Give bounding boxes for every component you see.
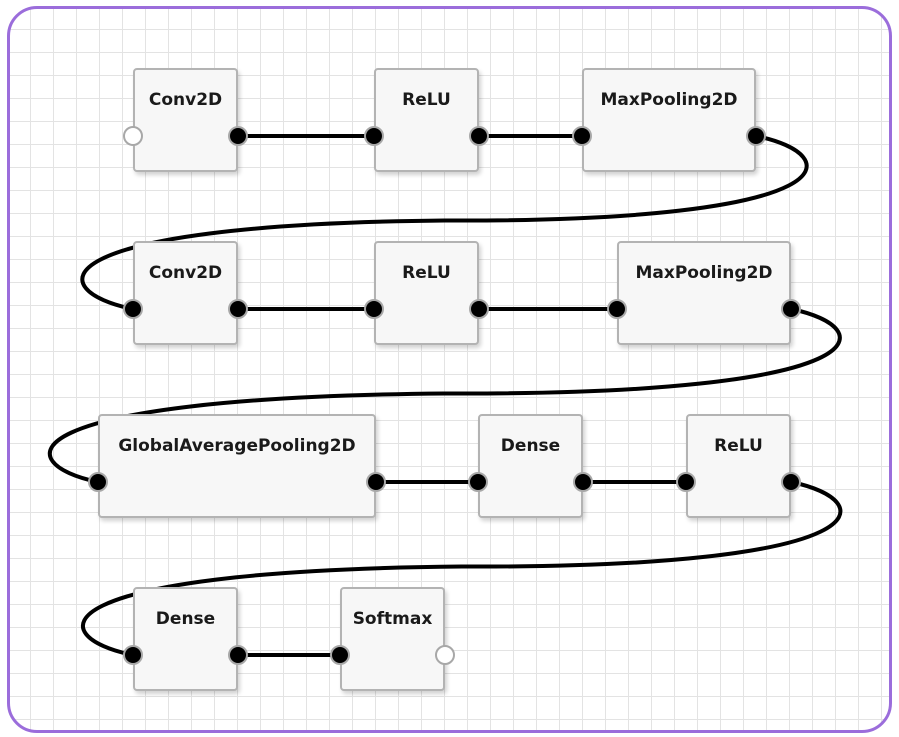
output-port[interactable]: [469, 299, 489, 319]
node-relu[interactable]: ReLU: [374, 68, 479, 172]
node-label: Conv2D: [148, 263, 223, 283]
output-port[interactable]: [228, 645, 248, 665]
node-dense[interactable]: Dense: [133, 587, 238, 691]
node-label: Dense: [500, 436, 561, 456]
input-port[interactable]: [364, 126, 384, 146]
node-label: ReLU: [402, 263, 451, 283]
node-label: ReLU: [714, 436, 763, 456]
node-globalaveragepooling2d[interactable]: GlobalAveragePooling2D: [98, 414, 376, 518]
output-port[interactable]: [781, 299, 801, 319]
node-label: Conv2D: [148, 90, 223, 110]
input-port[interactable]: [88, 472, 108, 492]
node-label: MaxPooling2D: [600, 90, 738, 110]
input-port[interactable]: [123, 126, 143, 146]
node-label: Softmax: [352, 609, 433, 629]
node-label: MaxPooling2D: [635, 263, 773, 283]
node-label: GlobalAveragePooling2D: [118, 436, 356, 456]
output-port[interactable]: [366, 472, 386, 492]
output-port[interactable]: [746, 126, 766, 146]
output-port[interactable]: [573, 472, 593, 492]
output-port[interactable]: [435, 645, 455, 665]
input-port[interactable]: [330, 645, 350, 665]
input-port[interactable]: [123, 299, 143, 319]
node-conv2d[interactable]: Conv2D: [133, 68, 238, 172]
input-port[interactable]: [364, 299, 384, 319]
node-maxpooling2d[interactable]: MaxPooling2D: [582, 68, 756, 172]
output-port[interactable]: [228, 299, 248, 319]
node-relu[interactable]: ReLU: [686, 414, 791, 518]
node-softmax[interactable]: Softmax: [340, 587, 445, 691]
output-port[interactable]: [781, 472, 801, 492]
node-label: Dense: [155, 609, 216, 629]
input-port[interactable]: [468, 472, 488, 492]
output-port[interactable]: [228, 126, 248, 146]
input-port[interactable]: [123, 645, 143, 665]
node-conv2d[interactable]: Conv2D: [133, 241, 238, 345]
input-port[interactable]: [607, 299, 627, 319]
output-port[interactable]: [469, 126, 489, 146]
input-port[interactable]: [572, 126, 592, 146]
node-dense[interactable]: Dense: [478, 414, 583, 518]
node-maxpooling2d[interactable]: MaxPooling2D: [617, 241, 791, 345]
input-port[interactable]: [676, 472, 696, 492]
node-relu[interactable]: ReLU: [374, 241, 479, 345]
node-label: ReLU: [402, 90, 451, 110]
